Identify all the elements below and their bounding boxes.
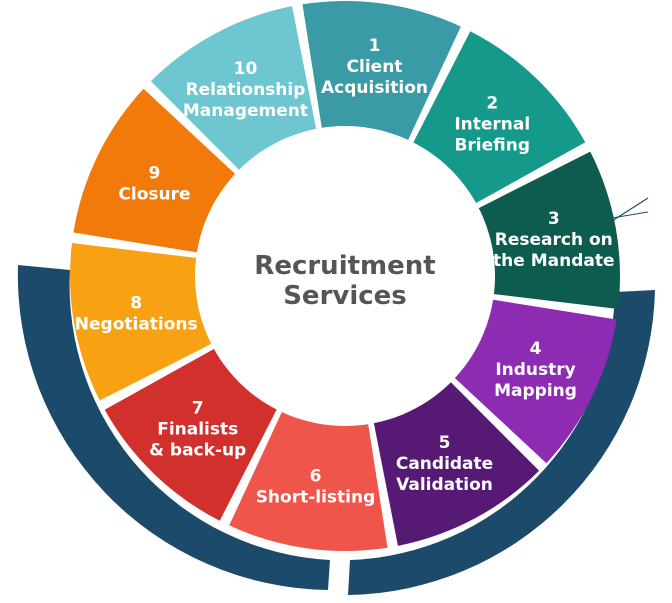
segment-9-label: Closure — [118, 185, 190, 205]
segment-9 — [73, 88, 243, 254]
center-title-line2: Services — [283, 281, 407, 311]
segment-4 — [447, 298, 617, 464]
segment-3-number: 3 — [548, 209, 560, 229]
segment-7-label: Finalists — [157, 420, 238, 440]
segment-6-number: 6 — [310, 466, 322, 486]
segment-3-label: the Mandate — [493, 251, 614, 271]
outer-arc-left — [17, 265, 330, 590]
segment-9-number: 9 — [149, 164, 161, 184]
segment-3-label: Research on — [495, 230, 613, 250]
segment-4-number: 4 — [530, 339, 542, 359]
segment-3 — [469, 151, 620, 310]
segment-7-label: & back-up — [149, 441, 246, 461]
segment-4-label: Mapping — [494, 381, 577, 401]
segment-6 — [229, 402, 388, 551]
segment-7-number: 7 — [192, 399, 204, 419]
segment-1-label: Acquisition — [321, 78, 428, 98]
segment-5-label: Validation — [396, 475, 493, 495]
outer-arc-right — [348, 290, 655, 595]
segment-2 — [408, 31, 586, 208]
segment-5-label: Candidate — [396, 454, 493, 474]
center-circle — [195, 126, 495, 426]
segment-10-label: Management — [183, 101, 308, 121]
segment-10 — [150, 6, 319, 177]
segment-10-label: Relationship — [186, 80, 306, 100]
segment-6-label: Short-listing — [256, 487, 376, 507]
segment-5 — [371, 375, 540, 546]
segment-1 — [302, 1, 461, 150]
segment-1-label: Client — [347, 57, 403, 77]
segment-1-number: 1 — [369, 36, 381, 56]
segment-7 — [104, 344, 282, 521]
segment-10-number: 10 — [234, 59, 258, 79]
segment-2-number: 2 — [486, 93, 498, 113]
segment-2-label: Internal — [454, 114, 530, 134]
segment-4-label: Industry — [495, 360, 575, 380]
segment-8-number: 8 — [130, 293, 142, 313]
segment-8-label: Negotiations — [75, 314, 198, 334]
segment-2-label: Briefing — [454, 135, 530, 155]
segment-8 — [69, 242, 221, 401]
segment-5-number: 5 — [439, 433, 451, 453]
center-title-line1: Recruitment — [254, 251, 435, 281]
